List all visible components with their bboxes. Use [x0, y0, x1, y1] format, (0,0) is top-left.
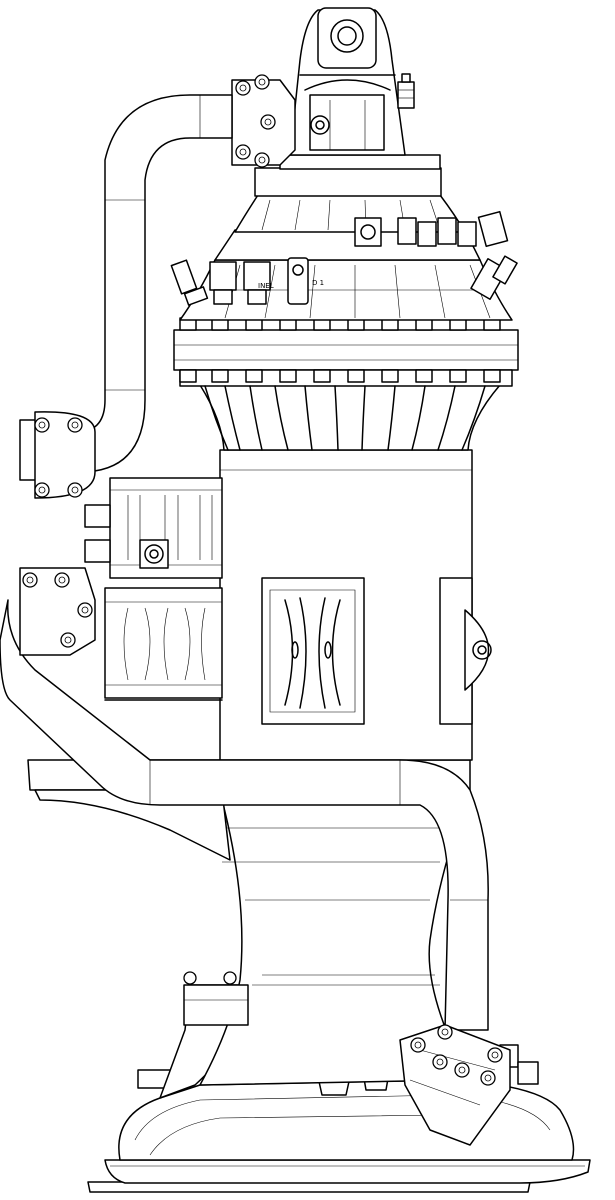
- sensor-port: D 1: [287, 257, 324, 305]
- sensor-port: [397, 210, 509, 248]
- sensor-ports: D 1 INEL: [170, 210, 518, 306]
- sensor-mark-a: D 1: [312, 279, 324, 287]
- flange-bolts: [179, 317, 501, 383]
- left-pipe-loop: [19, 94, 233, 499]
- radial-tubes: [204, 385, 486, 451]
- main-chamber: [219, 449, 492, 761]
- sensor-port: [470, 255, 518, 300]
- lower-right-flange: [399, 1024, 511, 1146]
- sensor-port: [354, 217, 382, 247]
- sensor-port: [209, 261, 237, 305]
- lower-left-pipe: [0, 567, 489, 1031]
- base-plate: [87, 1159, 591, 1193]
- gimbal-mount: [289, 7, 415, 156]
- sensor-mark-b: INEL: [258, 282, 274, 290]
- sensor-port: [170, 259, 209, 306]
- sensor-port: [243, 261, 271, 305]
- left-pump-section: [84, 477, 223, 701]
- top-flange-cluster: [231, 74, 296, 168]
- injector-flange: [173, 317, 519, 451]
